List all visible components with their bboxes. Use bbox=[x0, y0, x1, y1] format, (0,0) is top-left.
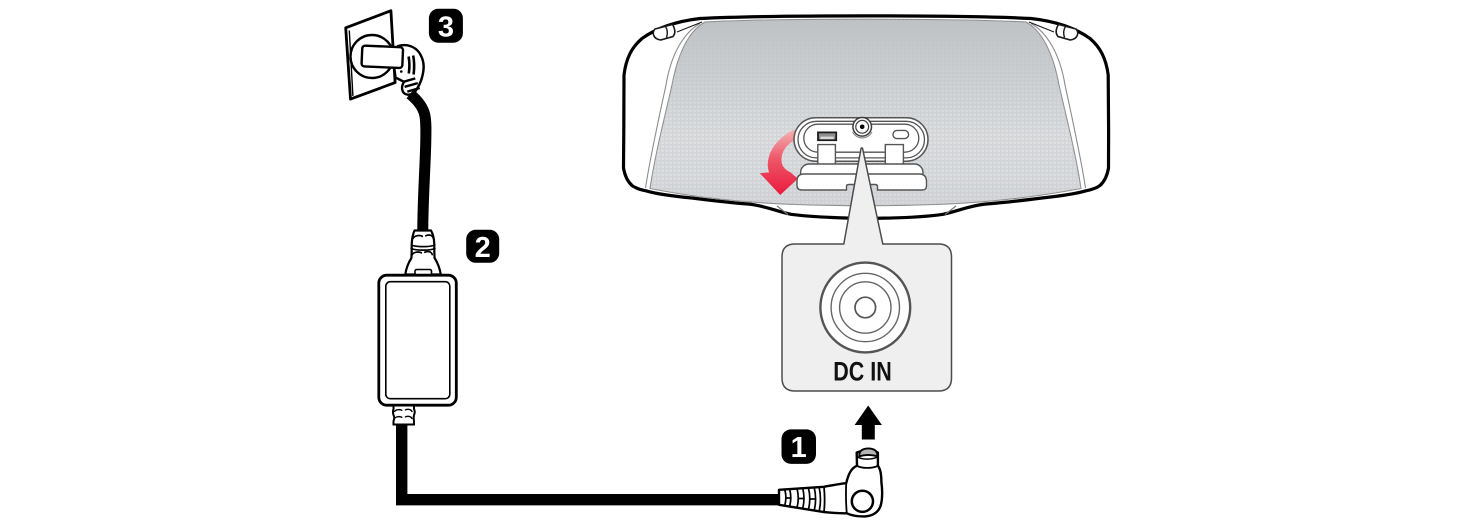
svg-text:3: 3 bbox=[438, 11, 454, 43]
svg-text:1: 1 bbox=[791, 432, 807, 464]
svg-text:2: 2 bbox=[475, 232, 491, 264]
svg-text:DC IN: DC IN bbox=[833, 357, 892, 387]
